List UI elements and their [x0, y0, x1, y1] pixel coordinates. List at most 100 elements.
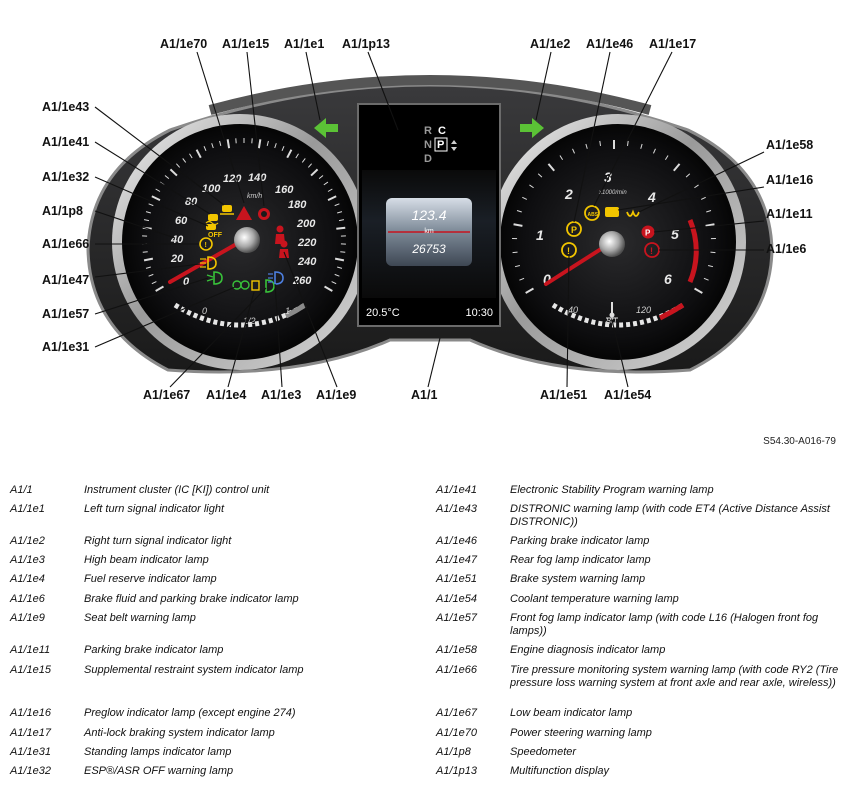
legend-description: Multifunction display — [510, 765, 610, 777]
legend-code: A1/1e66 — [436, 664, 477, 676]
legend-description: Standing lamps indicator lamp — [84, 746, 232, 758]
dial-tick — [694, 287, 703, 294]
gear-d: D — [424, 153, 432, 165]
dial-tick — [151, 281, 157, 285]
legend-row: A1/1e9 Seat belt warning lamp — [10, 612, 424, 625]
gear-n: N — [424, 139, 432, 151]
speed-label-0: 0 — [183, 276, 190, 288]
dial-tick — [525, 287, 534, 294]
dial-tick — [257, 139, 262, 149]
high-beam-icon — [268, 271, 284, 285]
dial-tick — [219, 140, 222, 146]
fuel-empty-label: 0 — [202, 306, 207, 316]
callout-e46: A1/1e46 — [586, 37, 633, 51]
svg-text:!: ! — [567, 246, 570, 256]
fuel-gauge-reserve — [284, 302, 307, 319]
dial-tick — [337, 211, 343, 214]
dial-tick — [295, 153, 299, 159]
dial-tick — [274, 143, 277, 149]
speed-label-200: 200 — [296, 218, 316, 230]
legend-description: Preglow indicator lamp (except engine 27… — [84, 707, 296, 719]
legend-code: A1/1e32 — [10, 765, 51, 777]
legend-code: A1/1 — [10, 484, 33, 496]
cluster-housing-top — [208, 75, 652, 115]
legend-code: A1/1p8 — [436, 746, 471, 758]
legend-description: Left turn signal indicator light — [84, 503, 225, 515]
speed-label-100: 100 — [202, 183, 221, 195]
esp-off-label: OFF — [208, 232, 223, 239]
dial-tick — [155, 285, 164, 292]
clock-time: 10:30 — [465, 307, 493, 319]
rear-fog-lamp-icon — [200, 256, 217, 270]
callout-e47: A1/1e47 — [42, 273, 89, 287]
dial-tick — [529, 184, 534, 189]
dial-tick — [559, 155, 564, 161]
legend-code: A1/1e6 — [10, 593, 45, 605]
gear-p: P — [437, 139, 444, 151]
speedometer-hub — [234, 227, 260, 253]
legend-description: Parking brake indicator lamp — [510, 535, 650, 547]
speedometer-unit: km/h — [247, 193, 262, 200]
dial-tick — [652, 148, 656, 154]
esp-off-warning-icon: OFF — [206, 224, 223, 239]
legend-code: A1/1e54 — [436, 593, 477, 605]
legend-description: Tire pressure monitoring system warning … — [510, 664, 839, 689]
dial-tick — [706, 210, 712, 213]
rpm-label-4: 4 — [647, 189, 656, 205]
legend-code: A1/1e15 — [10, 664, 51, 676]
left-turn-signal-icon — [314, 118, 338, 138]
legend-description: Brake system warning lamp — [510, 573, 646, 585]
tachometer-unit: x1000/min — [598, 190, 627, 196]
dial-tick — [694, 184, 699, 189]
engine-diagnosis-icon — [605, 207, 619, 217]
dial-tick — [707, 264, 714, 268]
callout-e41: A1/1e41 — [42, 135, 89, 149]
dial-tick — [627, 140, 629, 147]
legend-description: Seat belt warning lamp — [84, 612, 196, 624]
dial-tick — [338, 219, 345, 222]
legend-code: A1/1e9 — [10, 612, 45, 624]
dial-tick — [334, 203, 340, 207]
tachometer: x1000/min 0 1 2 3 4 5 6 40 80 120 — [490, 114, 746, 370]
fuel-reserve-icon — [251, 280, 260, 291]
callout-e32: A1/1e32 — [42, 170, 89, 184]
front-fog-lamp-icon — [206, 271, 223, 285]
legend-description: Rear fog lamp indicator lamp — [510, 554, 651, 566]
speed-label-180: 180 — [288, 199, 307, 211]
coolant-gauge-hot — [658, 302, 685, 321]
gear-selector-arrows-icon — [451, 140, 457, 151]
dial-tick — [281, 145, 285, 151]
multifunction-display: R N D C P 123.4 km 26753 20.5°C 10:30 — [357, 103, 501, 327]
callout-p13: A1/1p13 — [342, 37, 390, 51]
dial-tick — [547, 163, 555, 172]
coolant-low-label: 40 — [568, 305, 578, 315]
parking-brake-red-icon: P — [641, 225, 655, 239]
callout-p8: A1/1p8 — [42, 204, 83, 218]
legend-description: Brake fluid and parking brake indicator … — [84, 593, 299, 605]
dial-tick — [516, 210, 522, 213]
legend-code: A1/1e46 — [436, 535, 477, 547]
dial-tick — [189, 153, 193, 159]
distronic-warning-icon — [220, 205, 234, 215]
legend-code: A1/1e57 — [436, 612, 477, 624]
dial-tick — [175, 163, 181, 168]
callout-e51: A1/1e51 — [540, 388, 587, 402]
rpm-label-5: 5 — [671, 226, 679, 242]
dial-tick — [685, 173, 691, 178]
fuel-full-label: 1 — [285, 306, 290, 316]
dial-tick — [164, 175, 170, 180]
esp-warning-icon — [205, 214, 219, 226]
dial-tick — [514, 264, 521, 268]
dial-tick — [599, 140, 601, 147]
tachometer-hub — [599, 231, 625, 257]
dial-tick — [512, 251, 518, 254]
dial-tick — [301, 158, 306, 163]
legend-description: Fuel reserve indicator lamp — [84, 573, 217, 585]
